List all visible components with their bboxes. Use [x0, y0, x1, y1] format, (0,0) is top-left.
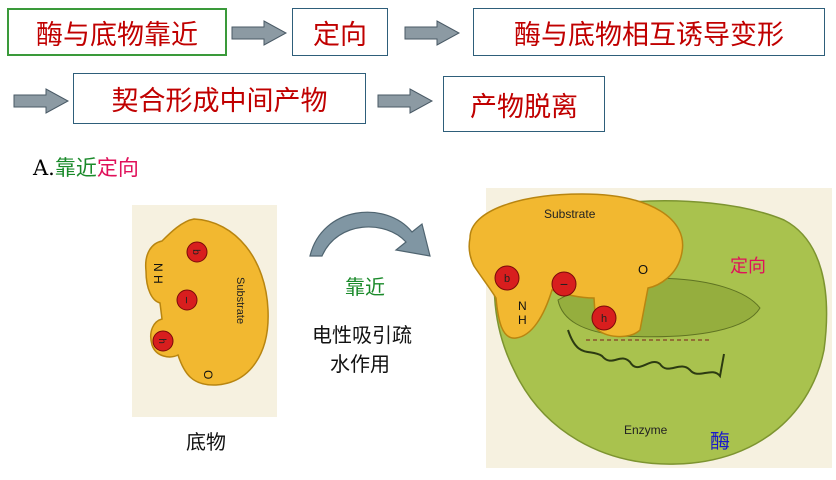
right-nh-n: N	[518, 299, 527, 313]
middle-approach-label: 靠近	[345, 275, 385, 299]
right-enzyme-figure: b − h Substrate N H O Enzyme 定向 酶	[468, 188, 832, 468]
flow-step-induced-fit-label: 酶与底物相互诱导变形	[514, 19, 784, 51]
charge-h-icon	[152, 330, 174, 352]
section-heading: A.靠近定向	[33, 152, 139, 182]
right-enzyme-cn-label: 酶	[710, 430, 730, 453]
left-caption: 底物	[186, 430, 226, 454]
flow-step-approach-label: 酶与底物靠近	[36, 19, 198, 51]
charge-b-text: b	[190, 249, 201, 255]
charge-minus-icon	[551, 271, 577, 297]
right-substrate-label: Substrate	[544, 207, 596, 221]
right-enzyme-label: Enzyme	[624, 423, 668, 437]
flow-arrow-3	[13, 88, 70, 114]
charge-h-icon	[591, 305, 617, 331]
charge-b-text: b	[504, 273, 510, 285]
right-orient-label: 定向	[730, 256, 766, 276]
charge-b-icon	[494, 265, 520, 291]
charge-b-icon	[186, 241, 208, 263]
section-part-orient: 定向	[96, 156, 139, 180]
charge-minus-icon	[176, 289, 198, 311]
section-part-approach: 靠近	[54, 156, 97, 180]
substrate-shape	[144, 218, 269, 386]
flow-step-release-label: 产物脱离	[470, 91, 578, 123]
charge-h-text: h	[601, 313, 607, 325]
flow-step-intermediate: 契合形成中间产物	[73, 73, 366, 124]
flow-step-orient: 定向	[292, 8, 388, 56]
flow-arrow-4	[377, 88, 434, 114]
charge-h-text: h	[156, 338, 167, 344]
flow-arrow-1	[231, 20, 288, 46]
left-substrate-figure: b − h N H O Substrate	[132, 205, 277, 417]
substrate-shape	[468, 193, 684, 339]
left-substrate-label: Substrate	[234, 277, 246, 324]
flow-step-induced-fit: 酶与底物相互诱导变形	[473, 8, 825, 56]
flow-step-orient-label: 定向	[313, 19, 367, 51]
right-nh-h: H	[518, 313, 527, 327]
middle-forces-line2: 水作用	[330, 352, 390, 376]
curved-arrow-icon	[309, 211, 431, 257]
left-nh-text: N H	[151, 263, 165, 284]
flow-step-intermediate-label: 契合形成中间产物	[111, 86, 328, 117]
charge-minus-text: −	[560, 276, 568, 292]
section-prefix: A.	[33, 156, 55, 180]
left-o-text: O	[201, 370, 215, 379]
enzyme-pocket-outline	[567, 329, 725, 379]
charge-minus-text: −	[179, 296, 194, 304]
right-o-text: O	[638, 262, 648, 277]
flow-step-approach: 酶与底物靠近	[7, 8, 227, 56]
flow-step-release: 产物脱离	[443, 76, 605, 132]
flow-arrow-2	[404, 20, 461, 46]
middle-forces-line1: 电性吸引疏	[312, 323, 412, 347]
